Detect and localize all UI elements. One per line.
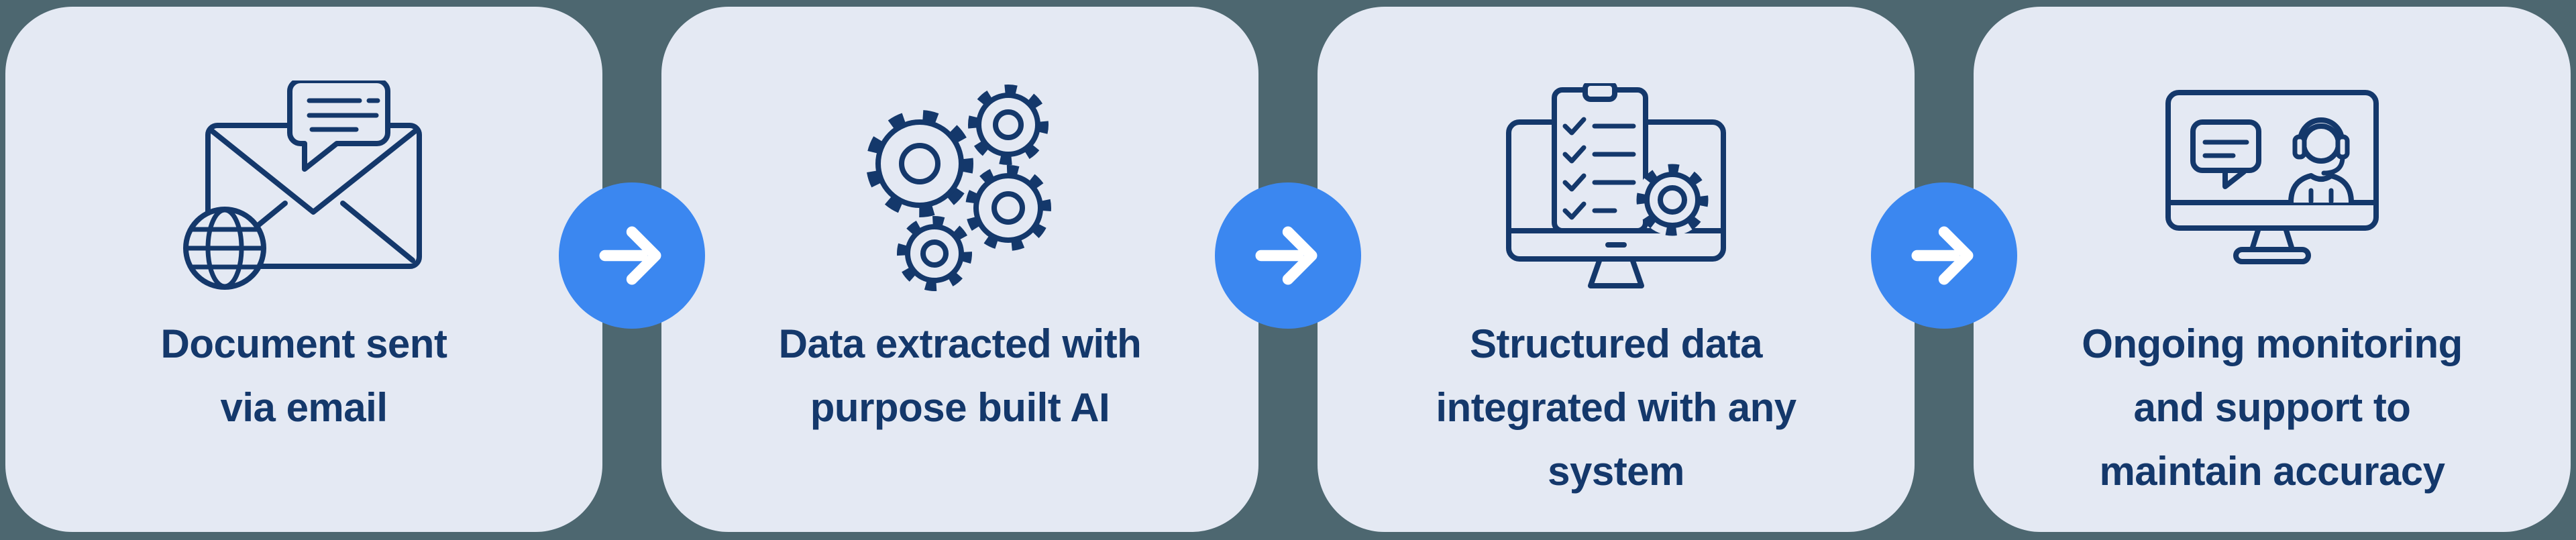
- step-card-document-sent: Document sent via email: [5, 7, 602, 532]
- step-label-line: system: [1548, 449, 1684, 494]
- step-label-line: Ongoing monitoring: [2082, 321, 2463, 366]
- step-label-line: maintain accuracy: [2099, 449, 2445, 494]
- step-label-line: via email: [220, 385, 388, 430]
- step-card-data-extracted: Data extracted with purpose built AI: [661, 7, 1258, 532]
- arrow-circle: [1871, 182, 2017, 329]
- arrow-circle: [559, 182, 705, 329]
- checklist-monitor-gear-icon: [1318, 74, 1915, 302]
- step-label-line: Document sent: [160, 321, 447, 366]
- step-card-ongoing-monitoring: Ongoing monitoring and support to mainta…: [1974, 7, 2571, 532]
- step-label-line: purpose built AI: [810, 385, 1110, 430]
- arrow-right-icon: [1911, 226, 1974, 285]
- step-label: Document sent via email: [25, 312, 582, 439]
- step-label: Ongoing monitoring and support to mainta…: [1994, 312, 2551, 503]
- step-label-line: Data extracted with: [778, 321, 1142, 366]
- email-globe-message-icon: [5, 74, 602, 302]
- step-label: Structured data integrated with any syst…: [1338, 312, 1894, 503]
- step-label-line: Structured data: [1470, 321, 1762, 366]
- gears-icon: [661, 74, 1258, 302]
- step-card-structured-data: Structured data integrated with any syst…: [1318, 7, 1915, 532]
- arrow-right-icon: [1255, 226, 1318, 285]
- step-label-line: and support to: [2133, 385, 2411, 430]
- step-label-line: integrated with any: [1436, 385, 1796, 430]
- arrow-circle: [1215, 182, 1361, 329]
- step-label: Data extracted with purpose built AI: [682, 312, 1238, 439]
- arrow-right-icon: [599, 226, 661, 285]
- support-monitor-headset-icon: [1974, 74, 2571, 302]
